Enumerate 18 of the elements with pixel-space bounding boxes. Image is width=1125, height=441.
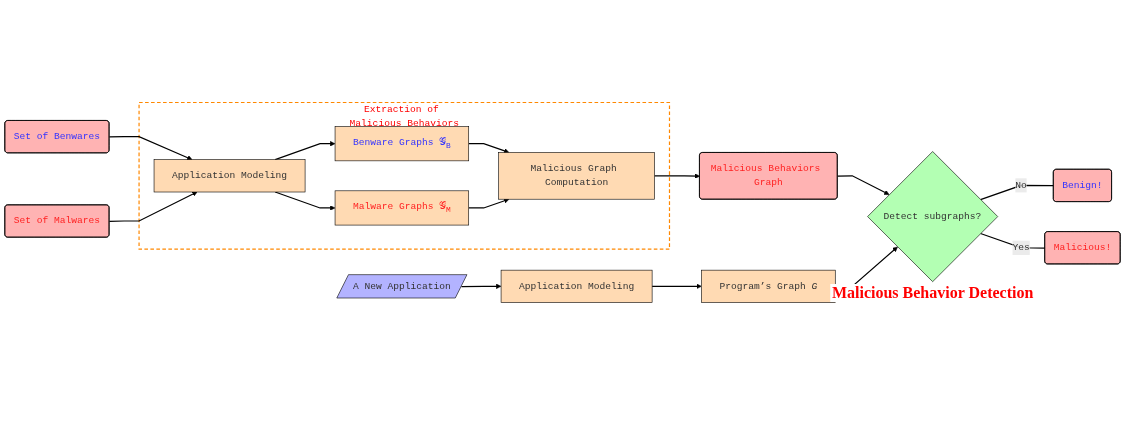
node-box: Application Modeling [153,159,306,193]
node-box: Malware Graphs 𝒢$_{M}$ [334,190,470,226]
arrow [468,198,510,209]
arrow [653,173,700,179]
arrow [837,175,890,195]
diagram-caption: Malicious Behavior Detection [829,283,1036,302]
node-box: Malicious Graph Computation [498,152,655,200]
arrow [468,143,510,154]
arrow [108,191,198,222]
arrow [108,136,193,161]
node-box: Benware Graphs 𝒢$_{B}$ [334,126,470,162]
edge-label: No [1015,180,1027,191]
node-diamond: Detect subgraphs? [867,151,999,282]
connector [979,184,1055,201]
node-box: Application Modeling [500,269,653,303]
arrow [460,283,502,289]
arrow [651,283,702,289]
edge-label: Yes [1012,242,1030,254]
